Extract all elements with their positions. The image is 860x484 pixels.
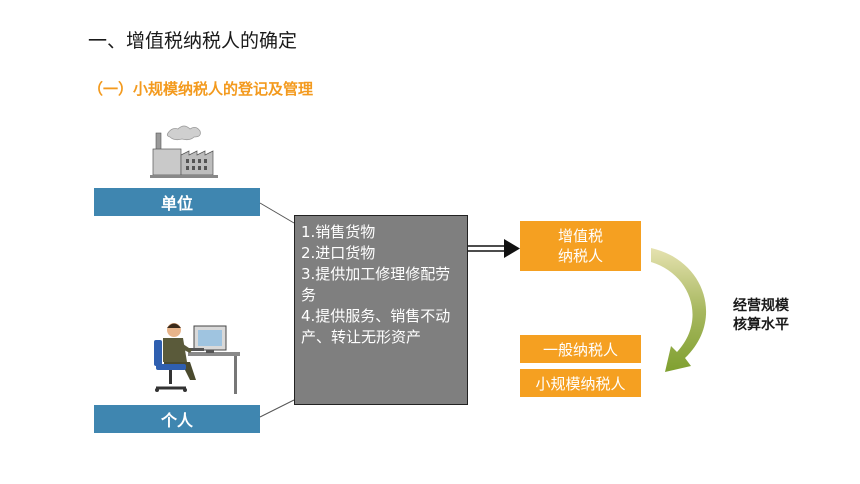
person-at-computer-icon <box>154 323 240 394</box>
vat-taxpayer-box: 增值税 纳税人 <box>520 221 641 271</box>
page-title: 一、增值税纳税人的确定 <box>88 30 298 52</box>
person-label: 个人 <box>160 411 193 430</box>
small-taxpayer-box: 小规模纳税人 <box>520 369 641 397</box>
unit-label: 单位 <box>160 194 193 213</box>
scope-item: 4.提供服务、销售不动产、转让无形资产 <box>301 307 451 346</box>
scope-item: 3.提供加工修理修配劳务 <box>301 265 451 304</box>
criteria-label: 经营规模 核算水平 <box>733 297 789 335</box>
general-taxpayer-label: 一般纳税人 <box>542 340 618 359</box>
person-bar: 个人 <box>94 405 260 433</box>
small-taxpayer-label: 小规模纳税人 <box>535 374 626 393</box>
double-arrow-icon <box>468 239 520 258</box>
vat-taxpayer-line2: 纳税人 <box>557 247 603 265</box>
curved-arrow-icon <box>651 248 707 372</box>
general-taxpayer-box: 一般纳税人 <box>520 335 641 363</box>
factory-icon <box>150 125 218 178</box>
scope-item: 1.销售货物 <box>301 223 376 241</box>
vat-taxpayer-line1: 增值税 <box>557 227 603 245</box>
criteria-line1: 经营规模 <box>733 298 789 314</box>
criteria-line2: 核算水平 <box>733 317 789 333</box>
section-subtitle: （一）小规模纳税人的登记及管理 <box>88 80 314 98</box>
scope-item: 2.进口货物 <box>301 244 376 262</box>
taxable-scope-box: 1.销售货物 2.进口货物 3.提供加工修理修配劳务 4.提供服务、销售不动产、… <box>294 215 468 405</box>
unit-bar: 单位 <box>94 188 260 216</box>
bracket-lines <box>259 202 295 418</box>
